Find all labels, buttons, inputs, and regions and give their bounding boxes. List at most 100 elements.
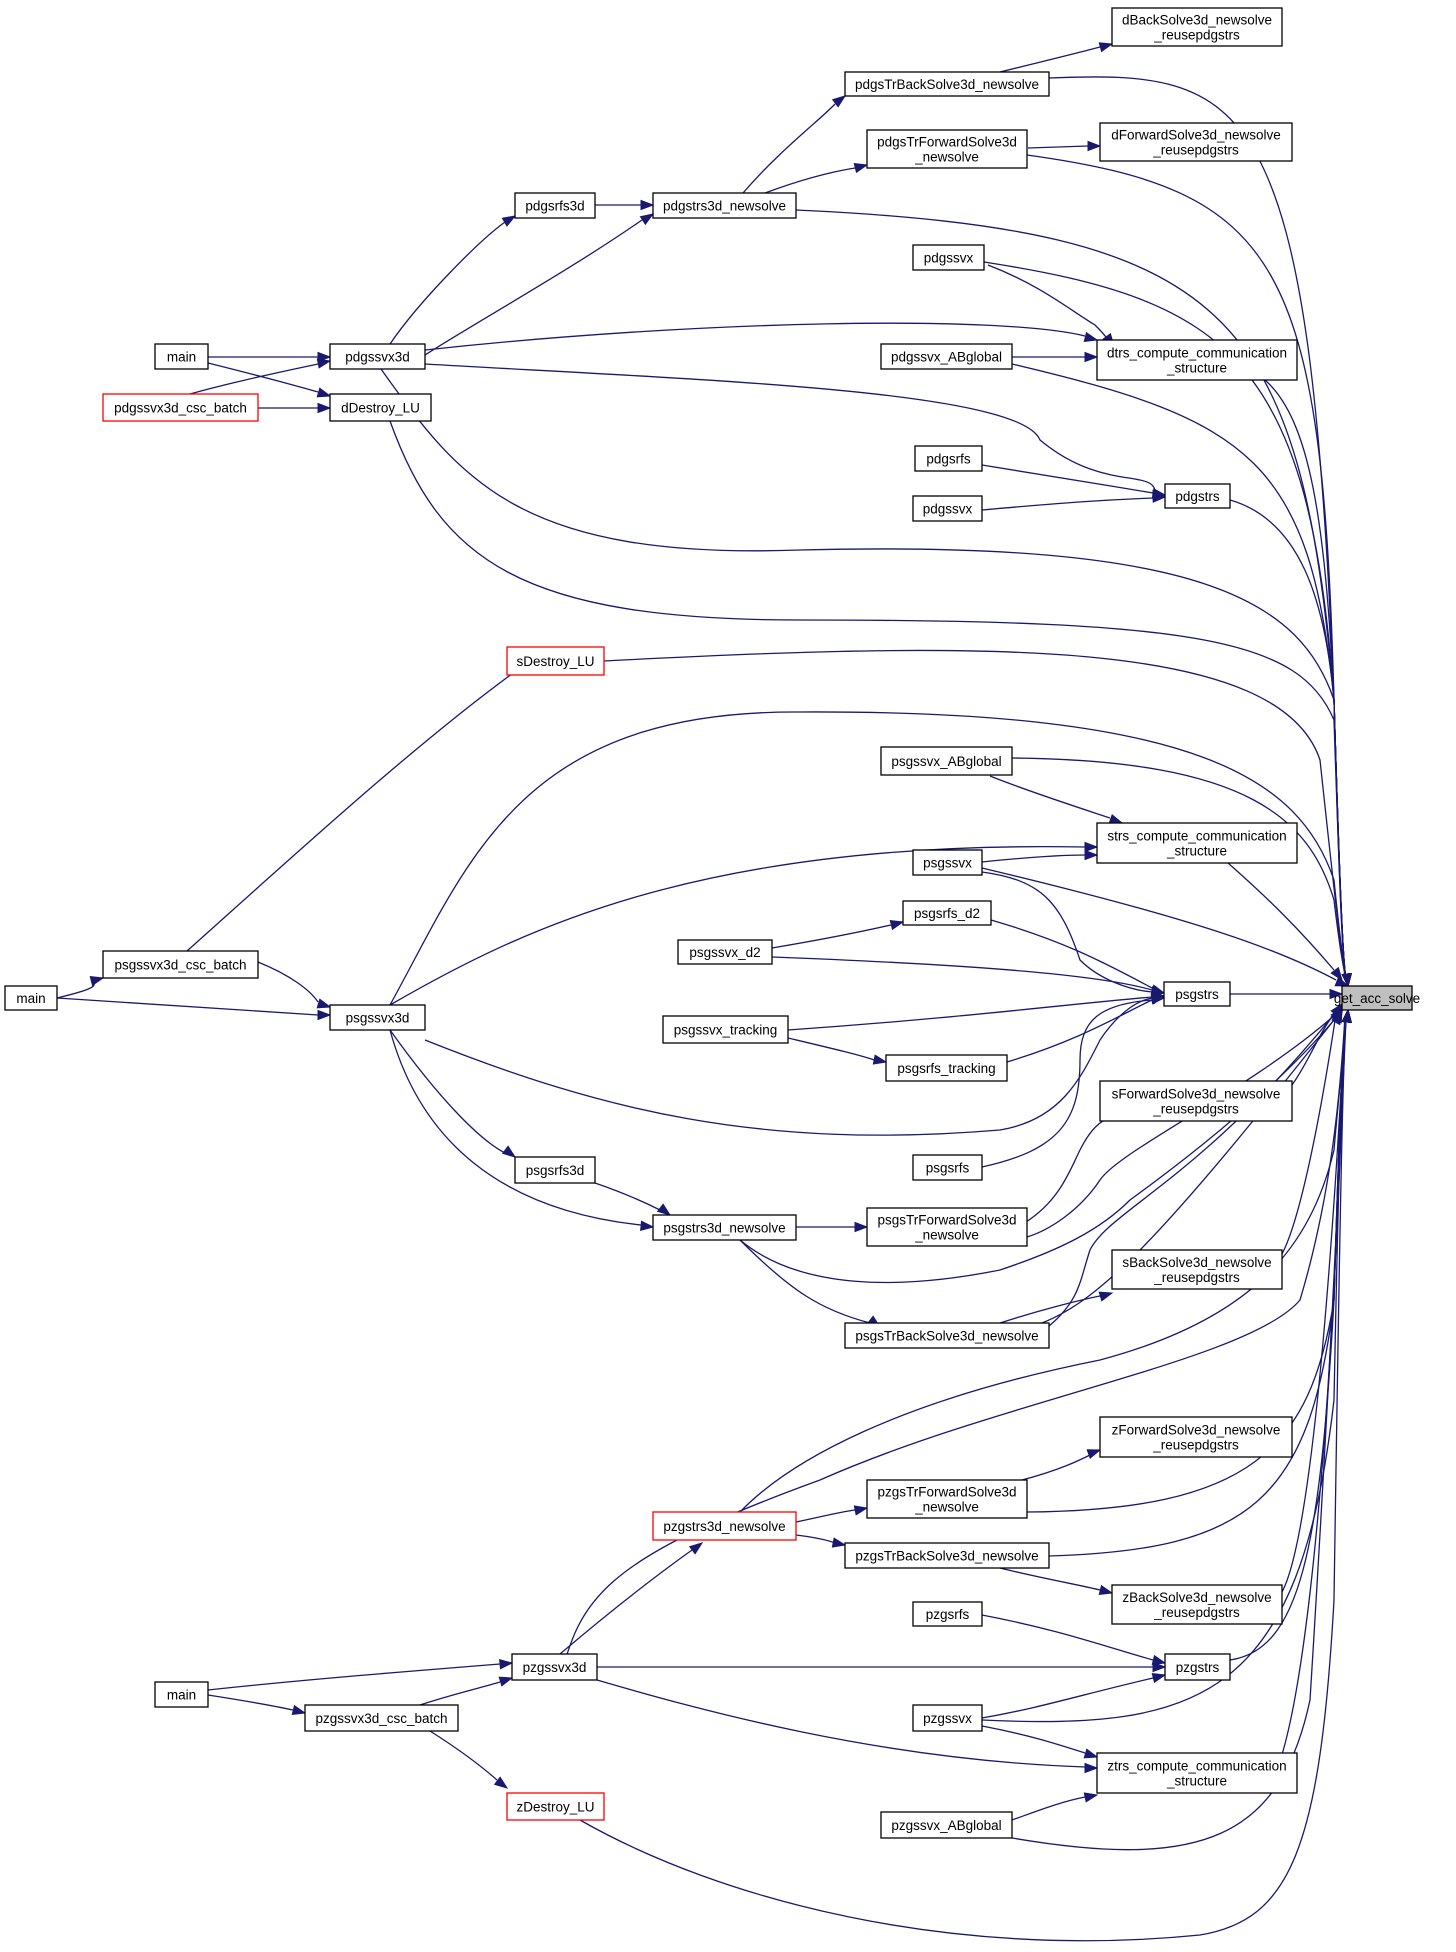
node-box[interactable] bbox=[844, 71, 1050, 97]
node-box[interactable] bbox=[506, 646, 605, 676]
node-box[interactable] bbox=[914, 445, 983, 472]
node-box[interactable] bbox=[154, 343, 209, 370]
node-box[interactable] bbox=[677, 939, 773, 965]
node-box[interactable] bbox=[885, 1054, 1008, 1082]
node-pzgssvx-abglobal[interactable]: pzgssvx_ABglobal bbox=[880, 1811, 1013, 1839]
node-psgssvx3d[interactable]: psgssvx3d bbox=[329, 1004, 426, 1031]
node-box[interactable] bbox=[514, 1156, 596, 1184]
node-box[interactable] bbox=[662, 1015, 789, 1044]
node-box[interactable] bbox=[4, 985, 58, 1011]
node-root[interactable]: get_acc_solve bbox=[1334, 985, 1420, 1011]
node-box[interactable] bbox=[1341, 985, 1413, 1011]
node-psgssvx3d-csc[interactable]: psgssvx3d_csc_batch bbox=[102, 950, 259, 979]
node-sfwd-reuse[interactable]: sForwardSolve3d_newsolve_reusepdgstrs bbox=[1099, 1080, 1293, 1122]
node-box[interactable] bbox=[652, 1214, 797, 1241]
node-psgssvx-d2[interactable]: psgssvx_d2 bbox=[677, 939, 773, 965]
node-pdgssvx3d-csc[interactable]: pdgssvx3d_csc_batch bbox=[102, 393, 259, 422]
node-pdgssvx-b[interactable]: pdgssvx bbox=[912, 495, 983, 522]
node-box[interactable] bbox=[1111, 1249, 1283, 1290]
node-sdestroy-lu[interactable]: sDestroy_LU bbox=[506, 646, 605, 676]
node-pzgsrfs[interactable]: pzgsrfs bbox=[912, 1601, 983, 1627]
node-main2[interactable]: main bbox=[4, 985, 58, 1011]
node-main3[interactable]: main bbox=[154, 1681, 209, 1708]
node-box[interactable] bbox=[514, 192, 596, 219]
node-box[interactable] bbox=[154, 1681, 209, 1708]
node-box[interactable] bbox=[102, 950, 259, 979]
node-dback-reuse[interactable]: dBackSolve3d_newsolve_reusepdgstrs bbox=[1111, 7, 1283, 47]
node-box[interactable] bbox=[329, 1004, 426, 1031]
node-box[interactable] bbox=[506, 1792, 605, 1821]
node-box[interactable] bbox=[902, 900, 992, 926]
node-box[interactable] bbox=[102, 393, 259, 422]
node-pzgstrs[interactable]: pzgstrs bbox=[1164, 1653, 1231, 1681]
node-box[interactable] bbox=[880, 1811, 1013, 1839]
node-box[interactable] bbox=[304, 1704, 459, 1732]
node-box[interactable] bbox=[880, 746, 1013, 776]
node-pdgstrback[interactable]: pdgsTrBackSolve3d_newsolve bbox=[844, 71, 1050, 97]
node-pdgstrfwd[interactable]: pdgsTrForwardSolve3d_newsolve bbox=[866, 129, 1028, 169]
node-box[interactable] bbox=[1096, 1752, 1298, 1794]
node-psgsrfs-tracking[interactable]: psgsrfs_tracking bbox=[885, 1054, 1008, 1082]
node-dtrs-comm[interactable]: dtrs_compute_communication_structure bbox=[1096, 339, 1298, 381]
node-pzgstrback[interactable]: pzgsTrBackSolve3d_newsolve bbox=[844, 1542, 1050, 1569]
node-pdgsrfs3d[interactable]: pdgsrfs3d bbox=[514, 192, 596, 219]
node-box[interactable] bbox=[652, 192, 797, 219]
node-box[interactable] bbox=[1096, 822, 1298, 864]
node-pzgssvx3d-csc[interactable]: pzgssvx3d_csc_batch bbox=[304, 1704, 459, 1732]
node-ddestroy-lu[interactable]: dDestroy_LU bbox=[329, 393, 432, 422]
node-box[interactable] bbox=[1164, 483, 1231, 509]
node-psgstrs[interactable]: psgstrs bbox=[1163, 981, 1231, 1007]
node-box[interactable] bbox=[1096, 339, 1298, 381]
node-box[interactable] bbox=[912, 495, 983, 522]
node-box[interactable] bbox=[866, 129, 1028, 169]
node-box[interactable] bbox=[511, 1653, 598, 1681]
node-zdestroy-lu[interactable]: zDestroy_LU bbox=[506, 1792, 605, 1821]
node-box[interactable] bbox=[866, 1479, 1028, 1519]
node-box[interactable] bbox=[912, 244, 985, 271]
node-pdgsrfs[interactable]: pdgsrfs bbox=[914, 445, 983, 472]
node-ztrs-comm[interactable]: ztrs_compute_communication_structure bbox=[1096, 1752, 1298, 1794]
node-pdgstrs3d-ns[interactable]: pdgstrs3d_newsolve bbox=[652, 192, 797, 219]
node-box[interactable] bbox=[1099, 1080, 1293, 1122]
node-box[interactable] bbox=[912, 1154, 983, 1181]
node-box[interactable] bbox=[1099, 1416, 1293, 1458]
node-pdgssvx-abglobal[interactable]: pdgssvx_ABglobal bbox=[880, 343, 1013, 370]
node-box[interactable] bbox=[912, 1704, 983, 1732]
node-box[interactable] bbox=[1164, 1653, 1231, 1681]
node-box[interactable] bbox=[652, 1511, 797, 1541]
node-zback-reuse[interactable]: zBackSolve3d_newsolve_reusepdgstrs bbox=[1111, 1584, 1283, 1625]
node-box[interactable] bbox=[912, 1601, 983, 1627]
node-box[interactable] bbox=[880, 343, 1013, 370]
node-box[interactable] bbox=[866, 1207, 1028, 1247]
node-strs-comm[interactable]: strs_compute_communication_structure bbox=[1096, 822, 1298, 864]
node-psgstrfwd[interactable]: psgsTrForwardSolve3d_newsolve bbox=[866, 1207, 1028, 1247]
node-psgsrfs-d2[interactable]: psgsrfs_d2 bbox=[902, 900, 992, 926]
node-main1[interactable]: main bbox=[154, 343, 209, 370]
node-zfwd-reuse[interactable]: zForwardSolve3d_newsolve_reusepdgstrs bbox=[1099, 1416, 1293, 1458]
node-box[interactable] bbox=[844, 1322, 1050, 1349]
node-box[interactable] bbox=[844, 1542, 1050, 1569]
node-psgssvx[interactable]: psgssvx bbox=[912, 849, 983, 876]
node-box[interactable] bbox=[912, 849, 983, 876]
node-pzgssvx[interactable]: pzgssvx bbox=[912, 1704, 983, 1732]
node-psgsrfs[interactable]: psgsrfs bbox=[912, 1154, 983, 1181]
node-pdgssvx3d[interactable]: pdgssvx3d bbox=[329, 343, 426, 370]
node-box[interactable] bbox=[1111, 7, 1283, 47]
node-psgssvx-tracking[interactable]: psgssvx_tracking bbox=[662, 1015, 789, 1044]
node-pzgstrs3d-ns[interactable]: pzgstrs3d_newsolve bbox=[652, 1511, 797, 1541]
node-sback-reuse[interactable]: sBackSolve3d_newsolve_reusepdgstrs bbox=[1111, 1249, 1283, 1290]
node-box[interactable] bbox=[329, 343, 426, 370]
node-box[interactable] bbox=[1099, 122, 1293, 162]
node-pzgstrfwd[interactable]: pzgsTrForwardSolve3d_newsolve bbox=[866, 1479, 1028, 1519]
node-psgsrfs3d[interactable]: psgsrfs3d bbox=[514, 1156, 596, 1184]
node-psgstrs3d-ns[interactable]: psgstrs3d_newsolve bbox=[652, 1214, 797, 1241]
node-pdgssvx-a[interactable]: pdgssvx bbox=[912, 244, 985, 271]
node-box[interactable] bbox=[1111, 1584, 1283, 1625]
node-psgssvx-abglobal[interactable]: psgssvx_ABglobal bbox=[880, 746, 1013, 776]
node-box[interactable] bbox=[1163, 981, 1231, 1007]
node-box[interactable] bbox=[329, 393, 432, 422]
node-dfwd-reuse[interactable]: dForwardSolve3d_newsolve_reusepdgstrs bbox=[1099, 122, 1293, 162]
node-pdgstrs[interactable]: pdgstrs bbox=[1164, 483, 1231, 509]
node-psgstrback[interactable]: psgsTrBackSolve3d_newsolve bbox=[844, 1322, 1050, 1349]
node-pzgssvx3d[interactable]: pzgssvx3d bbox=[511, 1653, 598, 1681]
